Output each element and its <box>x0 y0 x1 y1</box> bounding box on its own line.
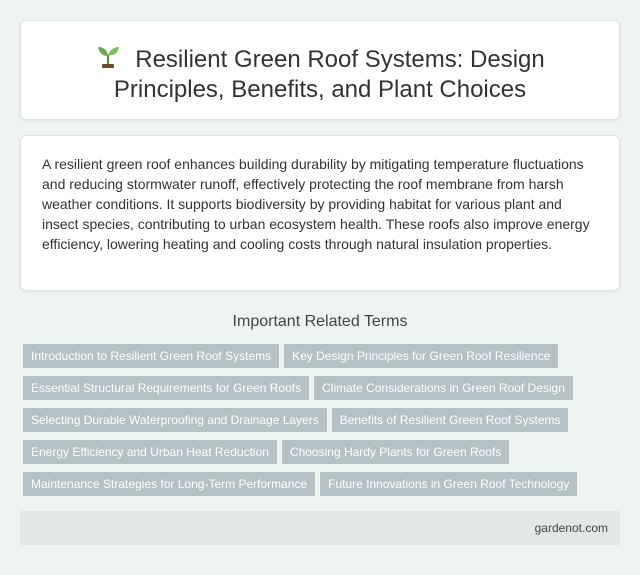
related-term-tag[interactable]: Maintenance Strategies for Long-Term Per… <box>23 472 316 496</box>
intro-paragraph: A resilient green roof enhances building… <box>42 156 590 252</box>
related-term-tag[interactable]: Benefits of Resilient Green Roof Systems <box>331 408 569 432</box>
footer: gardenot.com <box>20 511 620 545</box>
title-line-2: Principles, Benefits, and Plant Choices <box>113 76 527 103</box>
tag-row: Essential Structural Requirements for Gr… <box>23 376 623 408</box>
page-title: Resilient Green Roof Systems: Design Pri… <box>21 43 619 105</box>
related-term-tag[interactable]: Essential Structural Requirements for Gr… <box>23 376 310 400</box>
related-term-tag[interactable]: Energy Efficiency and Urban Heat Reducti… <box>23 440 277 464</box>
tag-row: Introduction to Resilient Green Roof Sys… <box>23 344 623 376</box>
related-term-tag[interactable]: Choosing Hardy Plants for Green Roofs <box>281 440 510 464</box>
related-term-tag[interactable]: Introduction to Resilient Green Roof Sys… <box>23 344 280 368</box>
intro-card: A resilient green roof enhances building… <box>20 135 620 291</box>
title-line-1: Resilient Green Roof Systems: Design <box>135 46 545 73</box>
related-terms-list: Introduction to Resilient Green Roof Sys… <box>23 344 623 504</box>
tag-row: Maintenance Strategies for Long-Term Per… <box>23 472 623 504</box>
tag-row: Energy Efficiency and Urban Heat Reducti… <box>23 440 623 472</box>
title-card: Resilient Green Roof Systems: Design Pri… <box>20 20 620 120</box>
sprout-icon <box>98 47 120 68</box>
related-term-tag[interactable]: Climate Considerations in Green Roof Des… <box>314 376 573 400</box>
related-term-tag[interactable]: Future Innovations in Green Roof Technol… <box>320 472 578 496</box>
related-terms-heading: Important Related Terms <box>232 313 408 330</box>
tag-row: Selecting Durable Waterproofing and Drai… <box>23 408 623 440</box>
related-term-tag[interactable]: Key Design Principles for Green Roof Res… <box>284 344 559 368</box>
related-term-tag[interactable]: Selecting Durable Waterproofing and Drai… <box>23 408 327 432</box>
footer-site-link[interactable]: gardenot.com <box>534 521 608 535</box>
